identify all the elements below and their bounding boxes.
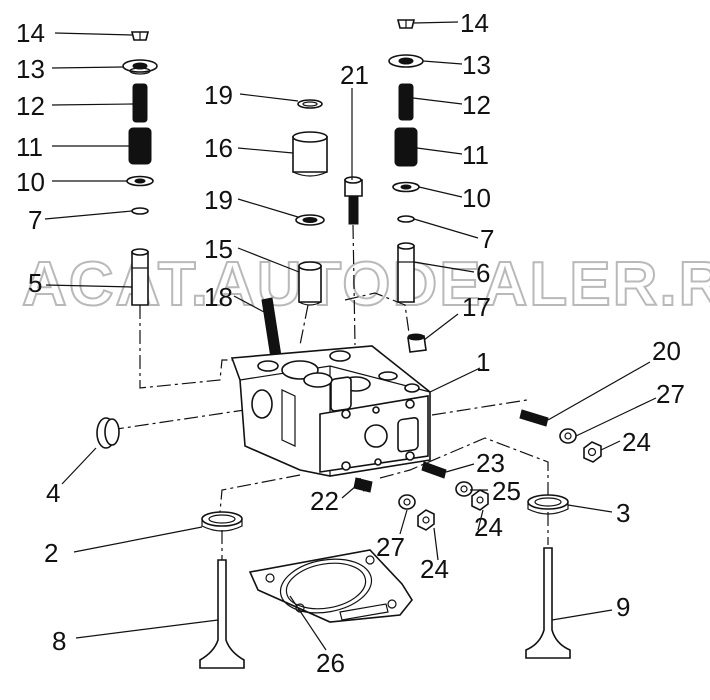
label-24-right: 24 (622, 427, 651, 457)
label-5: 5 (28, 268, 42, 298)
valve-seats (201, 494, 569, 532)
label-9: 9 (616, 592, 630, 622)
label-23: 23 (476, 448, 505, 478)
label-10-left: 10 (16, 167, 45, 197)
nut-24-upper (583, 441, 602, 463)
tappet-column (292, 99, 328, 306)
valves (199, 547, 571, 669)
label-1: 1 (476, 347, 490, 377)
label-17: 17 (462, 292, 491, 322)
washer-25 (455, 481, 473, 497)
label-4: 4 (46, 478, 60, 508)
label-24-mid: 24 (474, 512, 503, 542)
label-8: 8 (52, 626, 66, 656)
left-valve-train (122, 31, 158, 306)
valve-guide-right (397, 245, 415, 303)
valve-guide-left (131, 251, 149, 306)
right-stud-set (519, 409, 602, 463)
valve-seat-2 (201, 511, 243, 527)
label-10-right: 10 (462, 183, 491, 213)
label-13-right: 13 (462, 50, 491, 80)
label-18: 18 (204, 282, 233, 312)
inner-valve-spring-right (398, 83, 414, 121)
stud-20 (519, 409, 549, 427)
tappet-bushing (298, 265, 322, 303)
lower-stud-set (353, 461, 489, 531)
label-12-left: 12 (16, 91, 45, 121)
label-7-right: 7 (480, 224, 494, 254)
label-15: 15 (204, 234, 233, 264)
label-21: 21 (340, 60, 369, 90)
label-19-upper: 19 (204, 80, 233, 110)
stud-and-plug (261, 297, 427, 359)
nut-24-mid (471, 489, 489, 511)
label-11-left: 11 (16, 132, 43, 162)
part-number-labels: 14 13 12 11 10 7 5 19 16 19 15 18 21 14 … (16, 8, 685, 678)
valve-seat-3 (527, 494, 569, 510)
label-27-lower: 27 (376, 532, 405, 562)
label-11-right: 11 (462, 140, 489, 170)
circlip-upper (297, 99, 323, 109)
right-valve-train (388, 19, 424, 303)
label-20: 20 (652, 336, 681, 366)
leader-lines (44, 21, 657, 651)
label-3: 3 (616, 498, 630, 528)
label-26: 26 (316, 648, 345, 678)
label-7-left: 7 (28, 205, 42, 235)
label-12-right: 12 (462, 90, 491, 120)
cylinder-head (230, 345, 431, 477)
cylinder-head-bolt (344, 176, 363, 225)
intake-valve-8 (199, 559, 245, 669)
label-19-lower: 19 (204, 185, 233, 215)
valve-stem-seal-right (397, 215, 415, 223)
label-2: 2 (44, 538, 58, 568)
nut-24-lower (417, 509, 435, 531)
label-6: 6 (476, 258, 490, 288)
washer-27-upper (559, 428, 577, 444)
stud-23 (421, 461, 447, 479)
stud-22 (353, 477, 373, 493)
label-16: 16 (204, 133, 233, 163)
outer-valve-spring-left (128, 127, 152, 165)
inner-valve-spring-left (132, 83, 148, 123)
outer-valve-spring-right (394, 127, 418, 167)
cup-plug (96, 417, 120, 449)
watermark-text: ACAT.AUTODEALER.RU (22, 250, 710, 319)
label-24-lower: 24 (420, 554, 449, 584)
label-27-right: 27 (656, 379, 685, 409)
label-13-left: 13 (16, 54, 45, 84)
label-14-left: 14 (16, 18, 45, 48)
exhaust-valve-9 (525, 547, 571, 659)
washer-27-lower (398, 494, 416, 510)
label-22: 22 (310, 486, 339, 516)
label-25: 25 (492, 476, 521, 506)
valve-stem-seal-left (131, 207, 149, 215)
label-14-right: 14 (460, 8, 489, 38)
